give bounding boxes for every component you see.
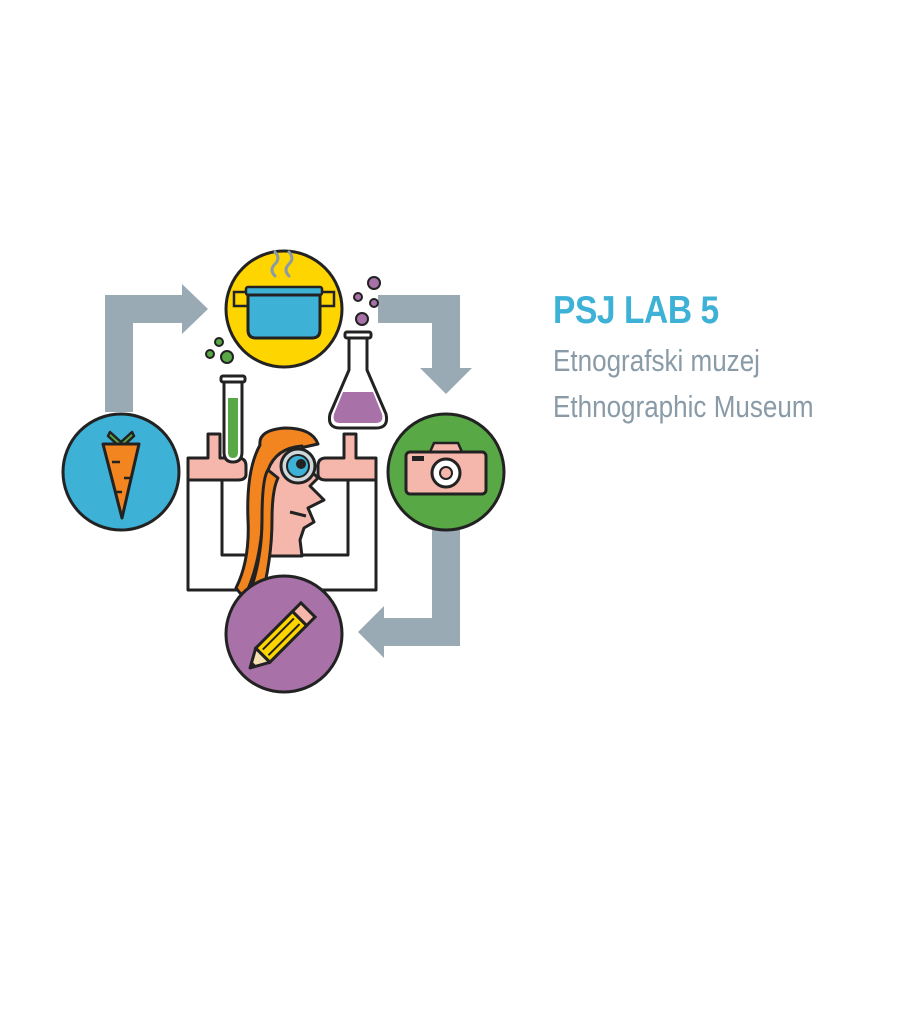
bubbles <box>205 276 381 364</box>
heading-block: PSJ LAB 5 Etnografski muzej Ethnographic… <box>553 284 893 430</box>
subtitle-english: Ethnographic Museum <box>553 389 814 424</box>
carrot-icon <box>101 430 141 520</box>
page-title: PSJ LAB 5 <box>553 289 719 332</box>
subtitle-slovenian: Etnografski muzej <box>553 343 760 378</box>
pencil-icon <box>248 600 318 670</box>
arrow-pot-to-camera <box>378 295 472 394</box>
cooking-pot-icon <box>232 250 336 340</box>
arrow-carrot-to-pot <box>105 284 208 412</box>
scientist-figure <box>234 426 326 606</box>
pencil-circle <box>224 574 344 694</box>
right-hand <box>316 432 378 482</box>
cycle-arrows <box>105 284 472 658</box>
arrow-camera-to-pencil <box>358 530 460 658</box>
left-hand <box>186 432 248 482</box>
camera-circle <box>386 412 506 532</box>
flask-icon <box>328 330 388 430</box>
camera-icon <box>404 441 488 496</box>
test-tube-icon <box>219 374 247 464</box>
carrot-circle <box>61 412 181 532</box>
pot-circle <box>224 249 344 369</box>
